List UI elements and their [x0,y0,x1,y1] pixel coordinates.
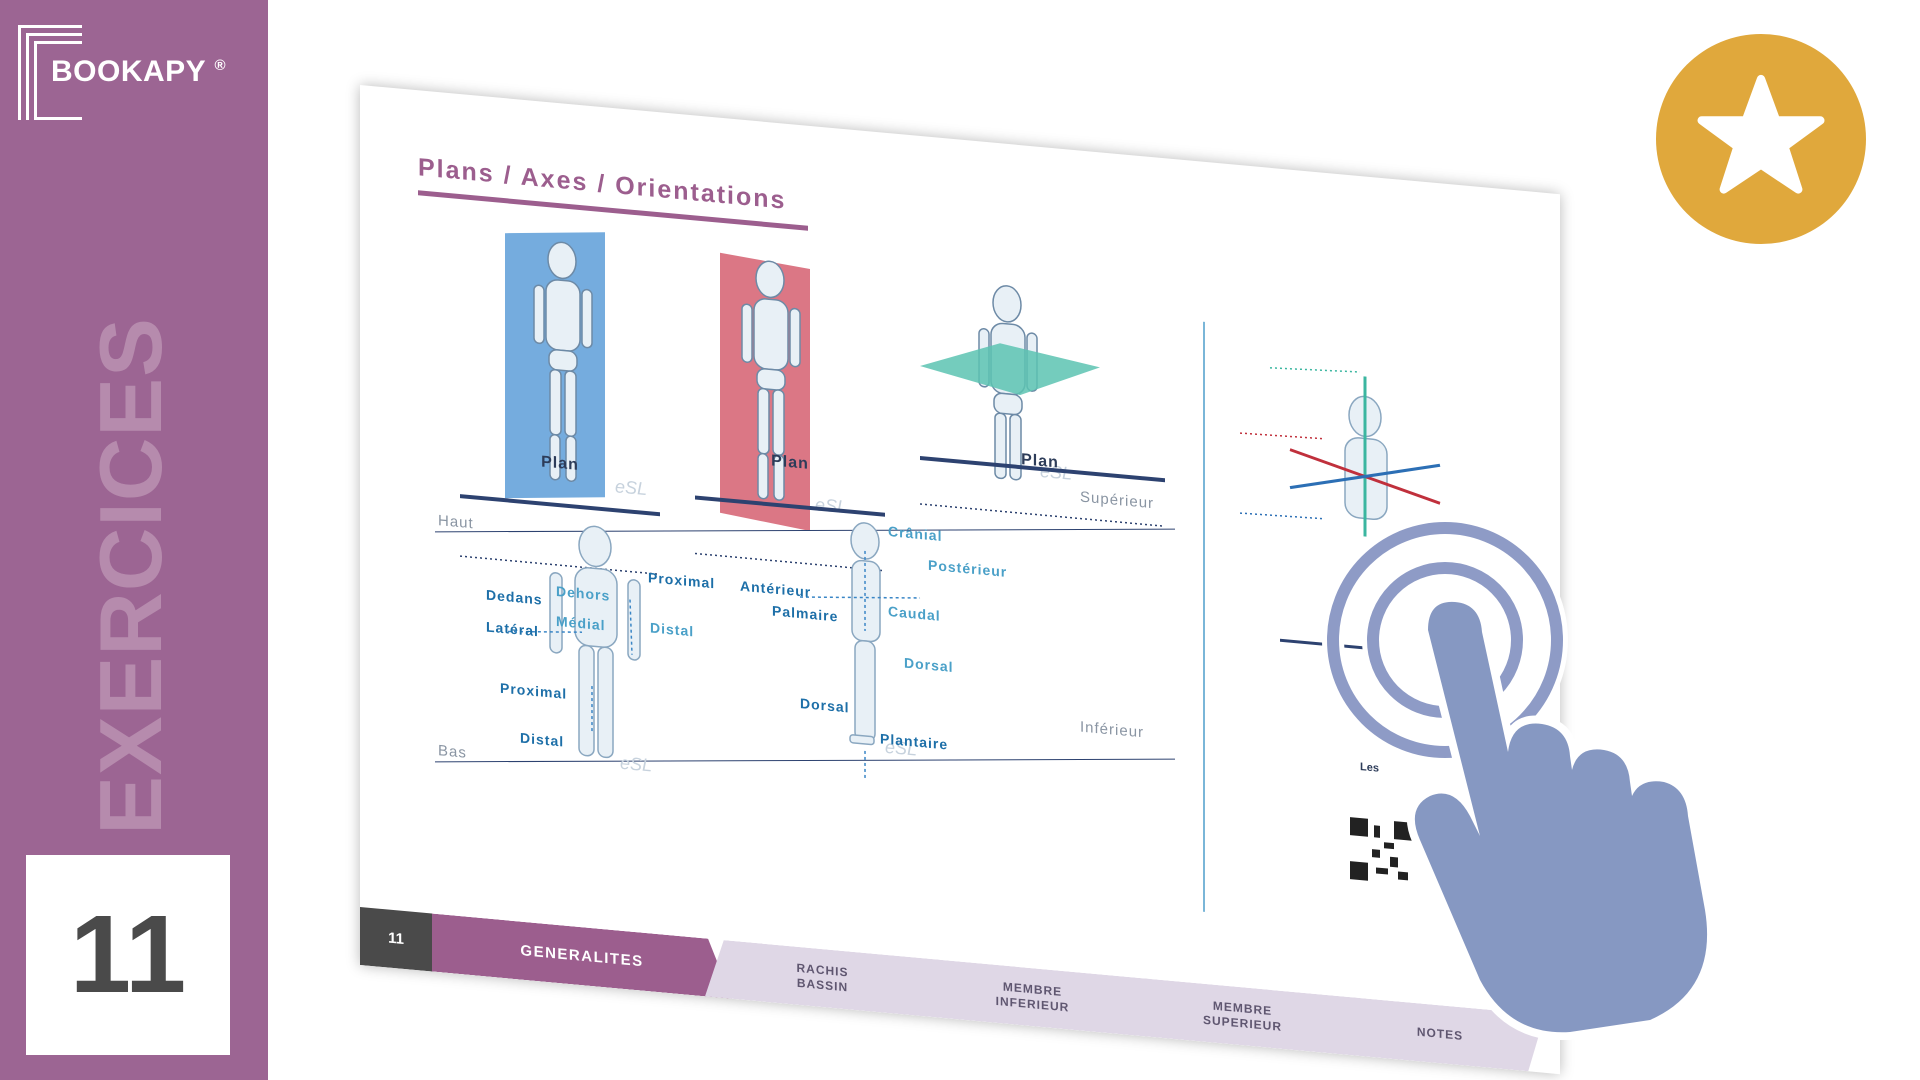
frontal-plane-figure: eSL [695,252,885,572]
tap-hand-icon [1322,520,1716,1040]
logo-frame [34,41,82,120]
transverse-plane-figure: eSL [920,285,1165,528]
star-icon [1697,74,1825,194]
bookapy-logo[interactable]: BOOKAPY ® [18,25,253,125]
book-page-preview[interactable]: Plans / Axes / Orientations eSL [360,85,1560,1080]
svg-text:eSL: eSL [615,476,647,499]
exercises-title-text: EXERCICES [81,316,180,835]
tab-page-number: 11 [360,907,432,972]
label-haut: Haut [438,512,474,533]
tab-generalites-label: GENERALITES [520,942,644,971]
registered-mark: ® [214,57,227,74]
tab-membre-inferieur-label: MEMBRE INFERIEUR [995,979,1070,1015]
page-number: 11 [69,893,187,1016]
page-number-box: 11 [26,855,230,1055]
svg-text:eSL: eSL [815,494,847,517]
axes-figure [1239,367,1441,651]
exercises-title: EXERCICES [81,317,180,835]
label-bas: Bas [438,742,467,762]
sagittal-plane-figure: eSL [460,232,660,576]
panel-divider [1203,321,1205,912]
svg-text:eSL: eSL [620,753,652,776]
logo-text: BOOKAPY ® [51,55,226,89]
book-page: Plans / Axes / Orientations eSL [360,85,1560,1075]
svg-text:eSL: eSL [1040,461,1072,484]
anatomy-illustrations: eSL eSL [434,232,1441,782]
frontal-arrows [507,599,633,732]
frontal-body-figure [549,525,641,759]
profile-body-figure [849,522,881,746]
logo-frame [26,33,82,120]
tab-page-number-text: 11 [388,929,404,948]
tab-rachis-bassin-label: RACHIS BASSIN [796,960,849,995]
sidebar: BOOKAPY ® EXERCICES 11 [0,0,268,1080]
profile-arrows [799,550,921,782]
favorite-button[interactable] [1656,34,1866,244]
brand-name: BOOKAPY [51,55,206,88]
svg-text:eSL: eSL [885,737,917,760]
logo-frame [18,25,82,120]
